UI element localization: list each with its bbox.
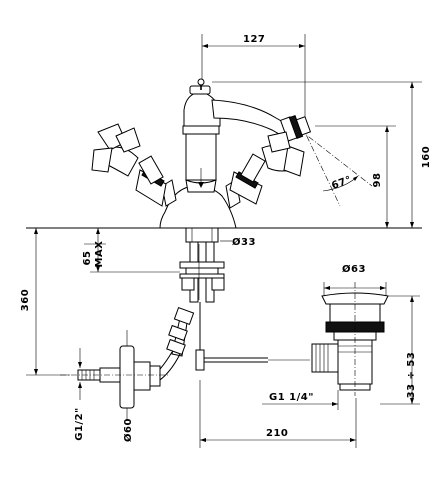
dim-g12-label: G1/2" [74,407,85,441]
shank: Ø33 [179,227,256,303]
dim-dia60-label: Ø60 [122,418,134,442]
dim-g12: G1/2" [74,348,85,441]
dim-210-label: 210 [266,428,288,439]
left-handle [91,123,177,207]
angle-valve [60,345,168,409]
dim-160: 160 [212,81,432,229]
dim-33-53-label: 33 ÷ 53 [406,352,417,399]
dim-98-label: 98 [372,173,383,188]
dim-dia33-label: Ø33 [232,236,256,248]
dim-360: 360 [20,227,70,376]
mixer-body [159,78,312,229]
dim-max-label: MAX [94,241,105,268]
dim-33-53: 33 ÷ 53 [380,295,420,405]
dim-127-label: 127 [243,34,265,45]
hoses [149,302,310,387]
dim-360-label: 360 [20,289,31,311]
dim-98: 98 [315,125,396,228]
dim-210: 210 [199,380,357,448]
dim-g114-label: G1 1/4" [269,392,314,403]
dim-65-max: 65 MAX [82,228,180,273]
waste-drain: Ø63 [311,263,389,396]
dim-angle: 67° [299,125,373,207]
dim-g114: G1 1/4" [262,390,339,410]
right-handle [225,131,305,209]
dim-65-label: 65 [82,251,93,266]
dim-angle-label: 67° [330,174,353,191]
dim-dia63-label: Ø63 [342,263,366,275]
dim-160-label: 160 [421,146,432,168]
dim-dia60: Ø60 [122,330,134,442]
